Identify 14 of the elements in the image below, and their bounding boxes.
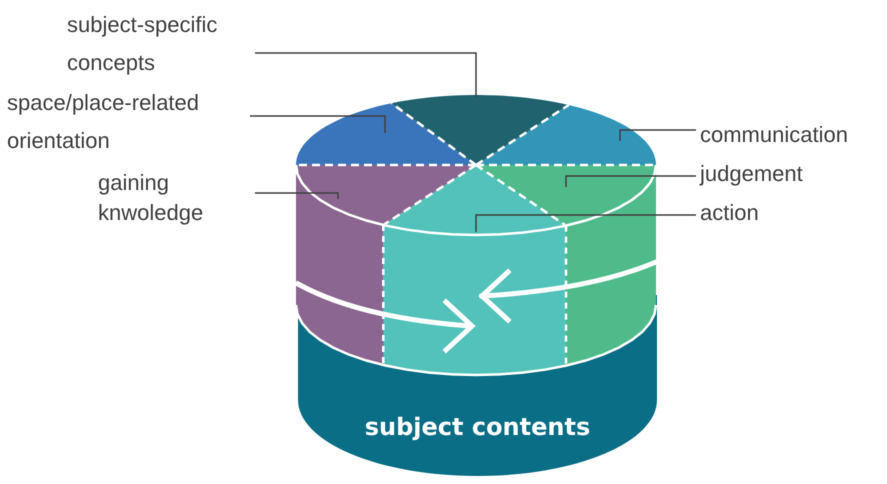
leader-line [619, 129, 696, 141]
base-label: subject contents [364, 413, 592, 441]
callout-text: subject-specific concepts [67, 6, 255, 82]
callout-text: judgement [700, 161, 885, 188]
cylinder-segment [383, 165, 566, 375]
leader-line [565, 175, 696, 187]
top-sector [392, 95, 569, 165]
callout-text: action [700, 200, 885, 226]
callout-text: gaining knwoledge [98, 168, 255, 228]
leader-line [475, 214, 696, 232]
leader-line [255, 192, 339, 199]
leader-line [255, 52, 477, 97]
leader-line [250, 115, 386, 133]
callout-text: communication [700, 122, 885, 148]
